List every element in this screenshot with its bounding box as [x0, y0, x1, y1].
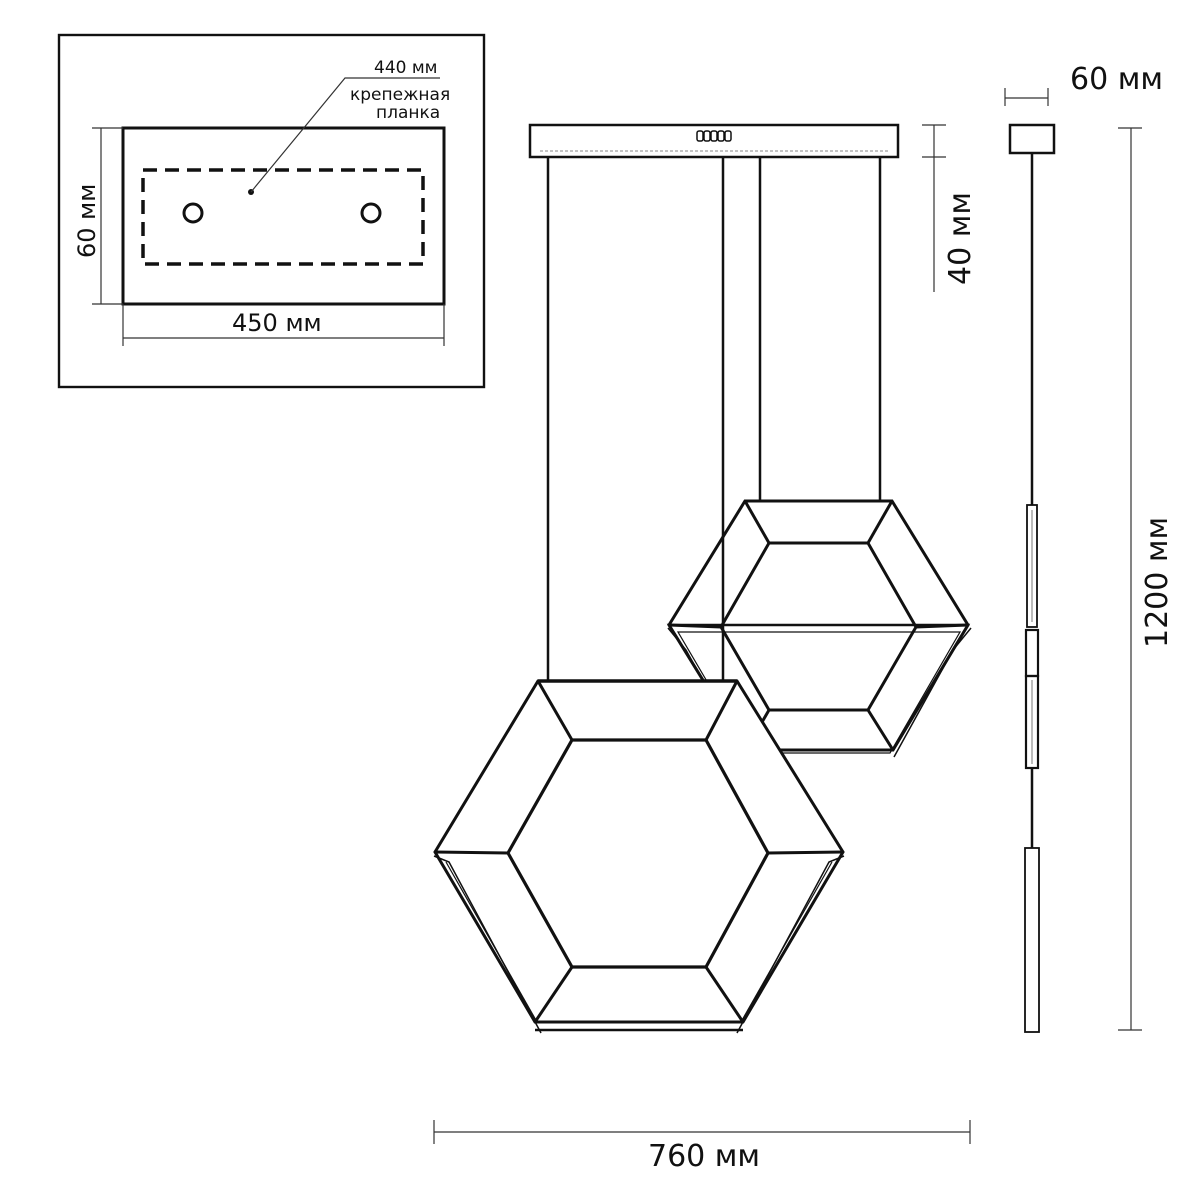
total-height-label: 1200 мм [1140, 517, 1175, 648]
plate-label-line2: планка [376, 103, 440, 123]
mounting-hole-left [182, 202, 204, 224]
mount-width-label: 450 мм [232, 309, 322, 337]
ceiling-canopy [528, 123, 900, 159]
side-profile-middle [1024, 628, 1040, 678]
total-width-label: 760 мм [648, 1139, 760, 1174]
canopy-outline [121, 126, 446, 306]
side-view: 60 мм 1200 мм [1004, 62, 1175, 1033]
side-profile-lower [1024, 847, 1040, 1033]
mounting-hole-right [360, 202, 382, 224]
canopy-indicator [696, 130, 732, 142]
front-view: 40 мм 760 мм [433, 123, 978, 1174]
mount-height-label: 60 мм [73, 184, 101, 258]
plate-label-line1: крепежная [350, 85, 450, 105]
plate-dimension-label: 440 мм [374, 58, 438, 78]
inset-frame [57, 33, 486, 389]
side-profile-upper [1026, 504, 1038, 628]
leader-line [250, 77, 440, 193]
canopy-height-label: 40 мм [943, 192, 978, 285]
mount-inset: 440 мм крепежная планка 60 мм 450 мм [57, 33, 486, 389]
mounting-plate-outline [141, 168, 425, 266]
side-canopy-width-label: 60 мм [1070, 62, 1163, 97]
side-canopy [1008, 123, 1056, 155]
large-hexagon-lamp [433, 679, 845, 1034]
